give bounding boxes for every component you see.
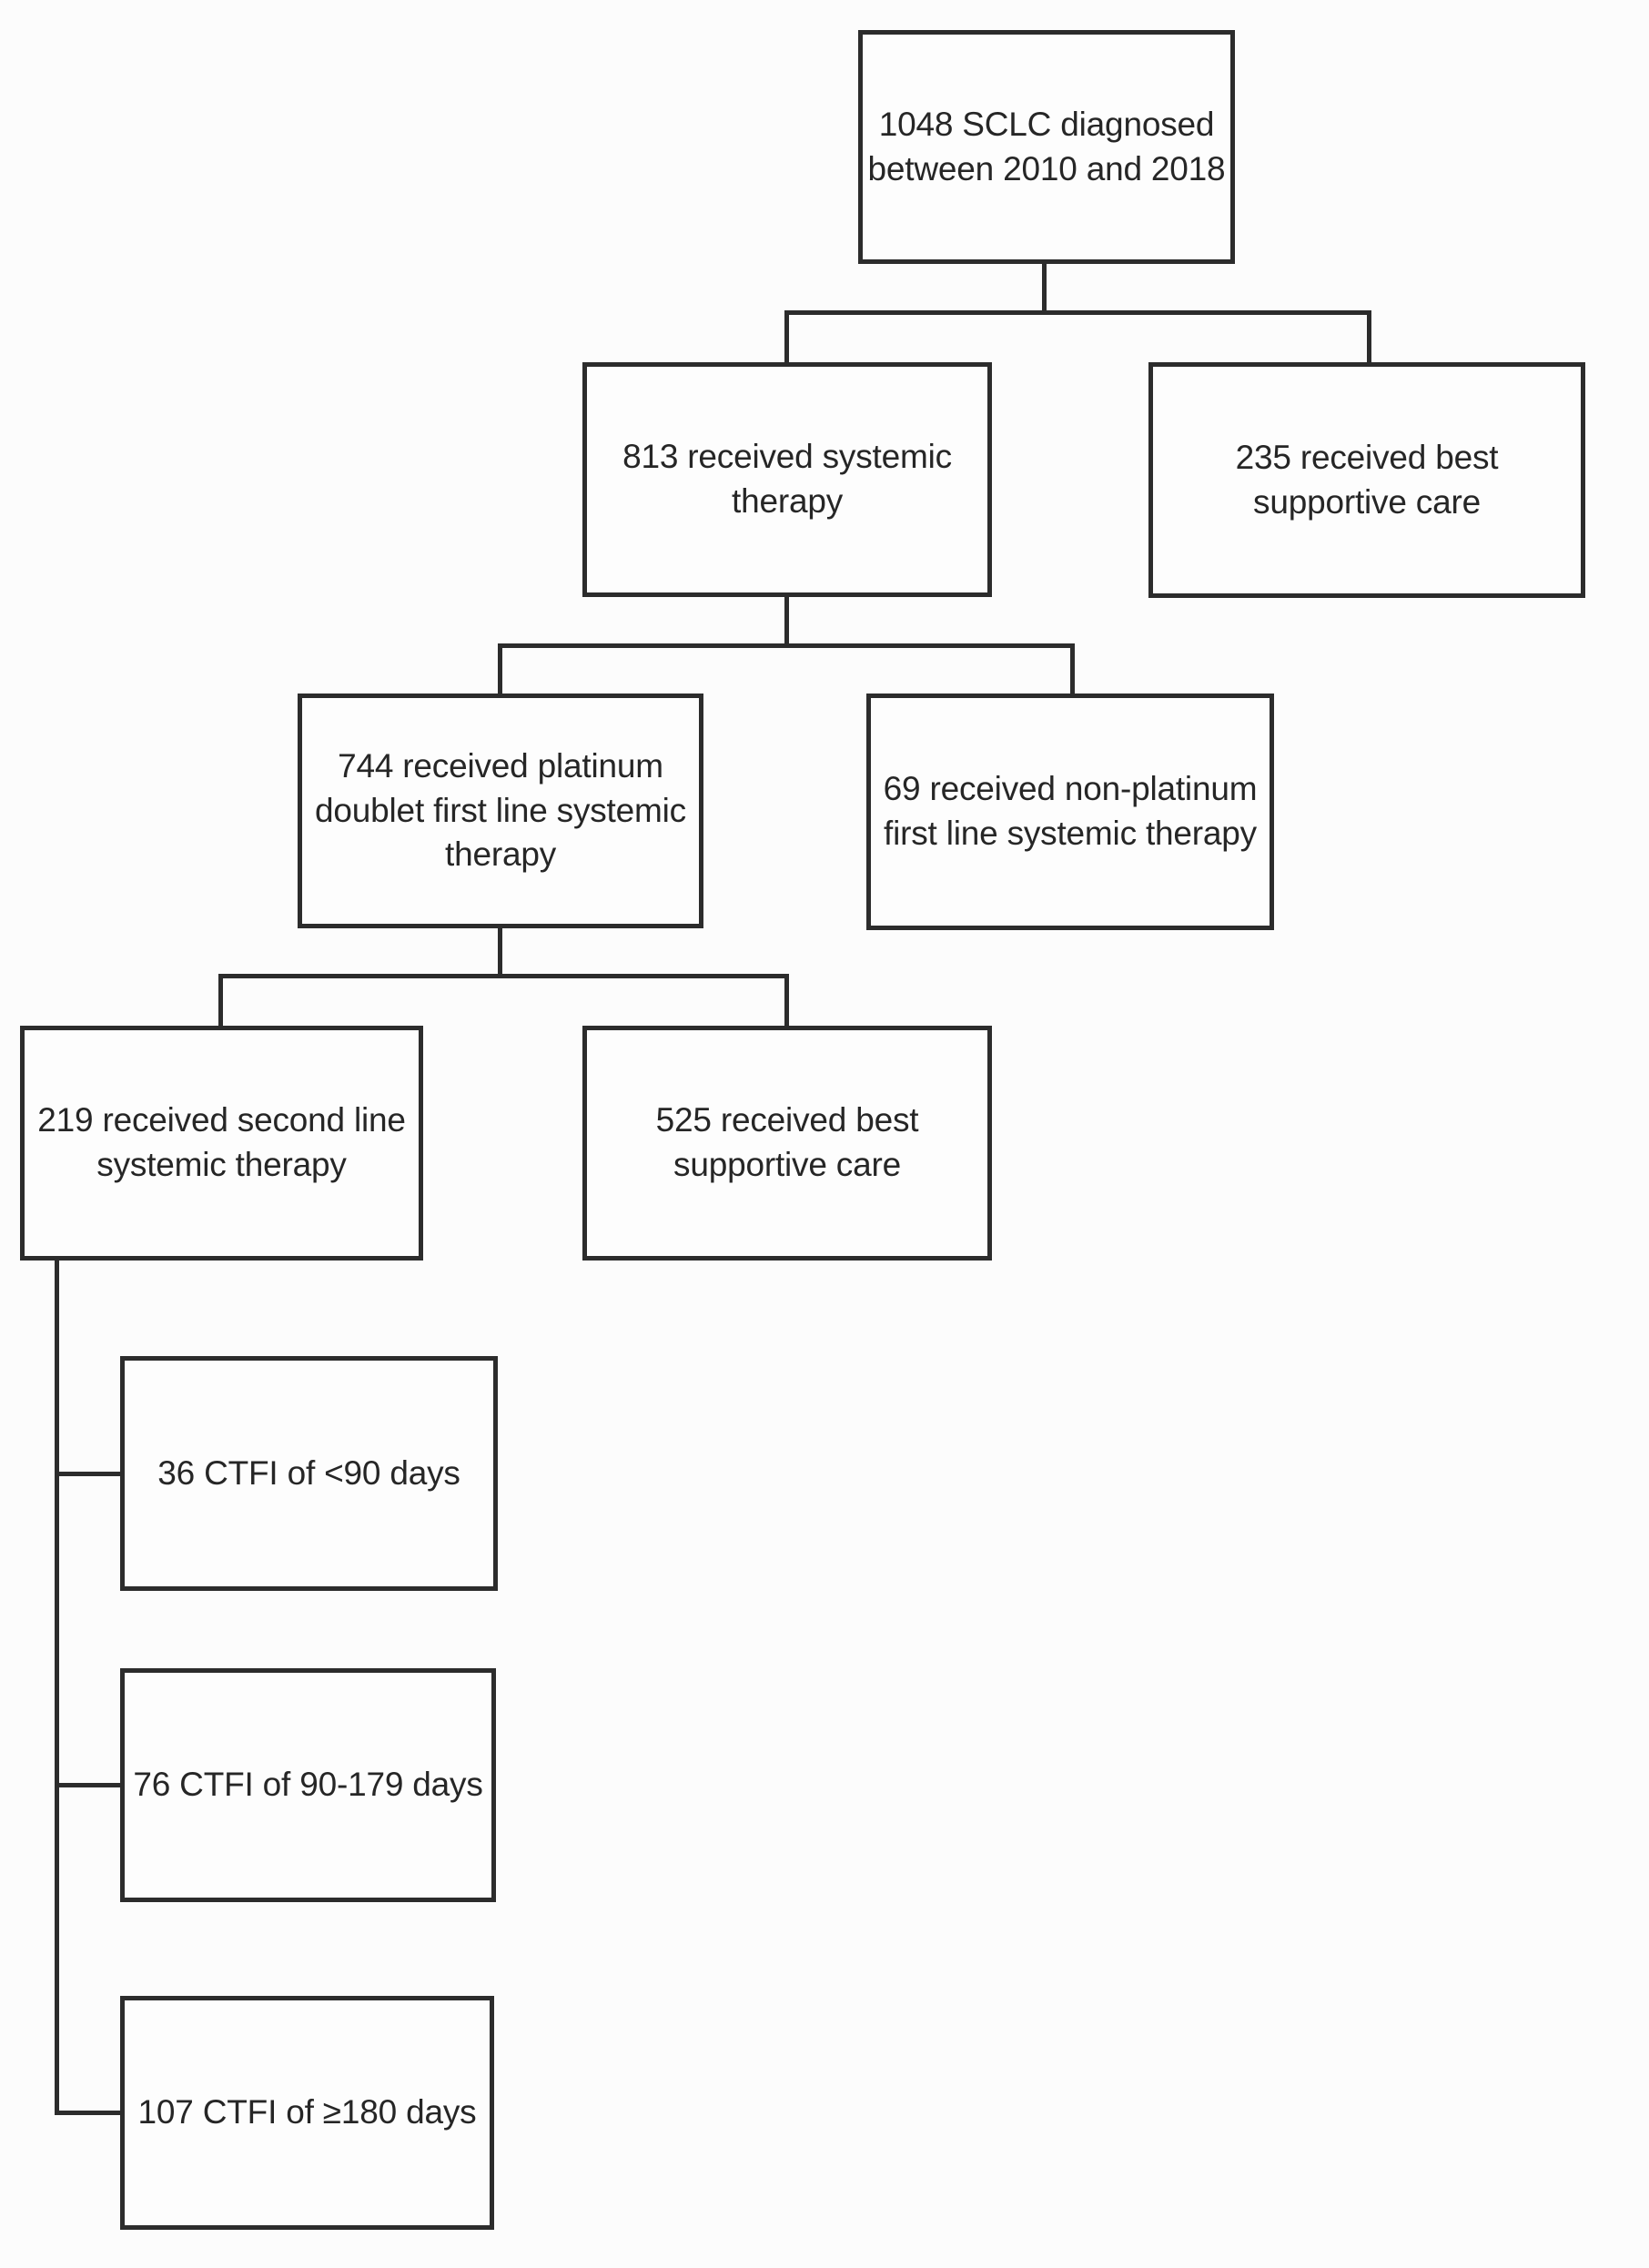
connector-ctfi-trunk [55,1261,59,2115]
flow-node-second-line: 219 received second line systemic therap… [20,1026,423,1261]
flow-node-best-supportive-care-2: 525 received best supportive care [582,1026,992,1261]
connector-into-best-supportive-care-2 [784,974,789,1028]
flow-node-systemic-therapy: 813 received systemic therapy [582,362,992,597]
connector-into-platinum-doublet [498,643,502,696]
connector-into-second-line [218,974,223,1028]
flow-node-ctfi-lt-90: 36 CTFI of <90 days [120,1356,498,1591]
connector-level3-bar [498,643,1075,648]
flow-node-ctfi-90-179: 76 CTFI of 90-179 days [120,1668,496,1902]
connector-diagnosed-stem [1042,264,1047,315]
connector-into-ctfi-90-179 [55,1783,122,1787]
connector-into-non-platinum [1070,643,1075,696]
flow-node-diagnosed: 1048 SCLC diagnosed between 2010 and 201… [858,30,1235,264]
connector-into-ctfi-lt-90 [55,1472,122,1476]
connector-into-ctfi-ge-180 [55,2111,122,2115]
connector-systemic-therapy-stem [784,597,789,648]
connector-into-systemic-therapy [784,310,789,365]
flow-node-best-supportive-care-1: 235 received best supportive care [1148,362,1585,598]
flow-node-ctfi-ge-180: 107 CTFI of ≥180 days [120,1996,494,2230]
connector-platinum-doublet-stem [498,928,502,978]
flow-node-non-platinum: 69 received non-platinum first line syst… [866,694,1274,930]
connector-level2-bar [784,310,1371,315]
connector-level4-bar [218,974,789,978]
connector-into-best-supportive-care-1 [1367,310,1371,365]
flow-node-platinum-doublet: 744 received platinum doublet first line… [298,694,703,928]
